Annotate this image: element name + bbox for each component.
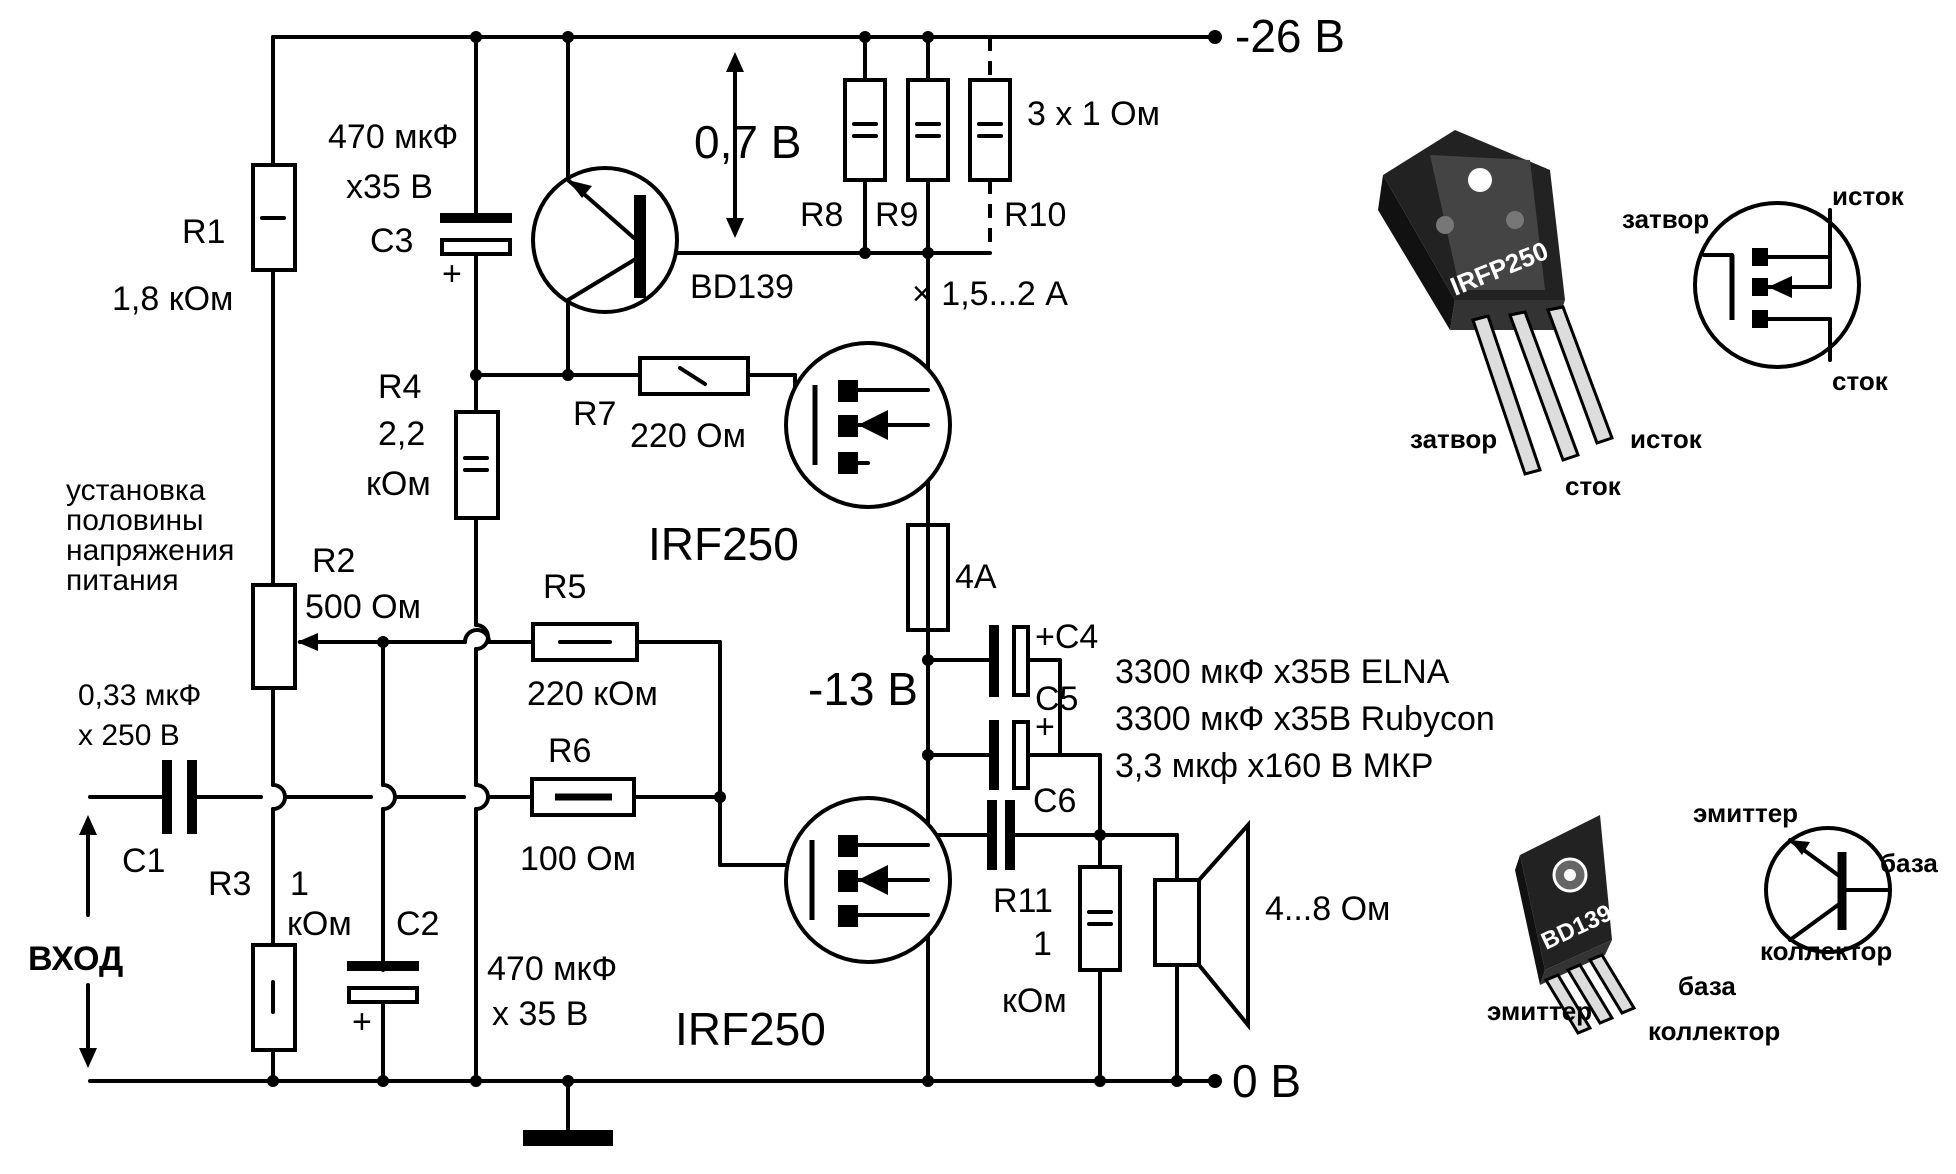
resistor-r10 <box>968 78 1012 182</box>
resistor-r9 <box>906 78 950 182</box>
mosfet-bottom-label: IRF250 <box>675 1003 826 1055</box>
input-label: ВХОД <box>28 940 123 978</box>
r6-value: 100 Ом <box>520 840 636 878</box>
bd139-label: BD139 <box>690 268 794 306</box>
r9-label: R9 <box>875 196 918 234</box>
ground-symbol <box>523 1130 613 1146</box>
resistor-r3 <box>251 943 297 1052</box>
r10-label: R10 <box>1004 196 1066 234</box>
plus-c5: + <box>1035 708 1055 746</box>
r11-value-2: кОм <box>1002 982 1067 1020</box>
r2-note-3: напряжения <box>66 534 234 567</box>
r5-label: R5 <box>543 568 586 606</box>
c3-value-2: x35 В <box>346 168 433 206</box>
mosfet-symbol-pinout <box>1693 201 1861 369</box>
vbe-arrow <box>726 52 744 238</box>
resistor-r8 <box>843 78 887 182</box>
capacitor-c6 <box>987 800 1015 870</box>
r7-value: 220 Ом <box>630 417 746 455</box>
c6-label: C6 <box>1033 782 1076 820</box>
r4-label: R4 <box>378 368 421 406</box>
irfp-sym-source-label: исток <box>1832 181 1905 211</box>
mosfet-top-label: IRF250 <box>648 518 799 570</box>
bd-emitter-label: эмиттер <box>1487 996 1592 1026</box>
irfp-gate-label: затвор <box>1410 424 1497 454</box>
irfp-drain-label: сток <box>1565 471 1622 501</box>
r2-note-1: установка <box>66 474 206 507</box>
c2-value-1: 470 мкФ <box>487 950 617 988</box>
r1-label: R1 <box>182 213 225 251</box>
c4-value: 3300 мкФ x35В ELNA <box>1115 653 1450 691</box>
r2-label: R2 <box>312 542 355 580</box>
capacitor-c5 <box>989 720 1030 790</box>
bd-sym-emitter-label: эмиттер <box>1693 798 1798 828</box>
transistor-bd139 <box>531 166 679 314</box>
mosfet-bottom <box>784 796 952 964</box>
r2-note-4: питания <box>66 564 179 597</box>
resistor-r11 <box>1078 865 1122 972</box>
plus-c3: + <box>442 255 462 293</box>
speaker-label: 4...8 Ом <box>1265 890 1390 928</box>
mid-voltage-label: -13 В <box>808 663 918 715</box>
irfp-sym-drain-label: сток <box>1832 366 1889 396</box>
potentiometer-r2 <box>251 583 318 690</box>
r5-value: 220 кОм <box>527 675 658 713</box>
vbe-label: 0,7 В <box>694 116 801 168</box>
bjt-symbol-pinout <box>1764 826 1892 954</box>
r11-label: R11 <box>993 882 1053 920</box>
bd-sym-base-label: база <box>1880 848 1938 878</box>
supply-gnd-label: 0 В <box>1232 1055 1301 1107</box>
r3-label: R3 <box>208 865 251 903</box>
input-arrow <box>79 815 97 1068</box>
c2-label: C2 <box>396 905 439 943</box>
c1-value-2: x 250 В <box>78 719 180 752</box>
bd139-package: BD139 <box>1515 815 1637 1035</box>
irfp-sym-gate-label: затвор <box>1622 204 1709 234</box>
r11-value-1: 1 <box>1033 925 1052 963</box>
r1-value: 1,8 кОм <box>112 280 233 318</box>
bd-collector-label: коллектор <box>1648 1016 1780 1046</box>
c2-value-2: x 35 В <box>492 995 588 1033</box>
bd-base-label: база <box>1678 971 1736 1001</box>
c1-label: C1 <box>122 842 165 880</box>
c3-value-1: 470 мкФ <box>328 118 458 156</box>
bd-sym-collector-label: коллектор <box>1760 936 1892 966</box>
plus-c2: + <box>352 1003 372 1041</box>
current-label: × 1,5...2 А <box>912 275 1068 313</box>
resistor-r5 <box>531 622 639 662</box>
supply-neg-label: -26 В <box>1235 10 1345 62</box>
resistor-r6 <box>530 777 636 817</box>
c5-value: 3300 мкФ x35В Rubycon <box>1115 700 1495 738</box>
r2-note-2: половины <box>66 504 204 537</box>
r2-value: 500 Ом <box>305 588 421 626</box>
irfp250-package: IRFP250 <box>1378 130 1614 476</box>
r6-label: R6 <box>548 732 591 770</box>
resistor-r7 <box>638 356 750 396</box>
r8-10-value: 3 x 1 Ом <box>1027 95 1160 133</box>
r7-label: R7 <box>573 395 616 433</box>
r4-value-1: 2,2 <box>378 415 425 453</box>
c5-label: C5 <box>1035 680 1078 718</box>
speaker <box>1153 819 1250 1031</box>
c4-label: +C4 <box>1035 618 1098 656</box>
r3-value-2: кОм <box>287 905 352 943</box>
c6-value: 3,3 мкф x160 В МКР <box>1115 747 1433 785</box>
c3-label: C3 <box>370 222 413 260</box>
resistor-r1 <box>251 163 297 272</box>
capacitor-c3 <box>440 213 512 256</box>
irfp-source-label: исток <box>1630 424 1703 454</box>
r3-value-1: 1 <box>290 865 309 903</box>
r4-value-2: кОм <box>366 465 431 503</box>
mosfet-top <box>784 341 952 509</box>
fuse <box>906 523 950 632</box>
capacitor-c2 <box>347 961 419 1004</box>
r8-label: R8 <box>800 196 843 234</box>
fuse-label: 4А <box>955 558 997 596</box>
capacitor-c4 <box>989 625 1030 697</box>
capacitor-c1 <box>162 760 197 834</box>
c1-value-1: 0,33 мкФ <box>78 679 201 712</box>
resistor-r4 <box>454 410 500 520</box>
